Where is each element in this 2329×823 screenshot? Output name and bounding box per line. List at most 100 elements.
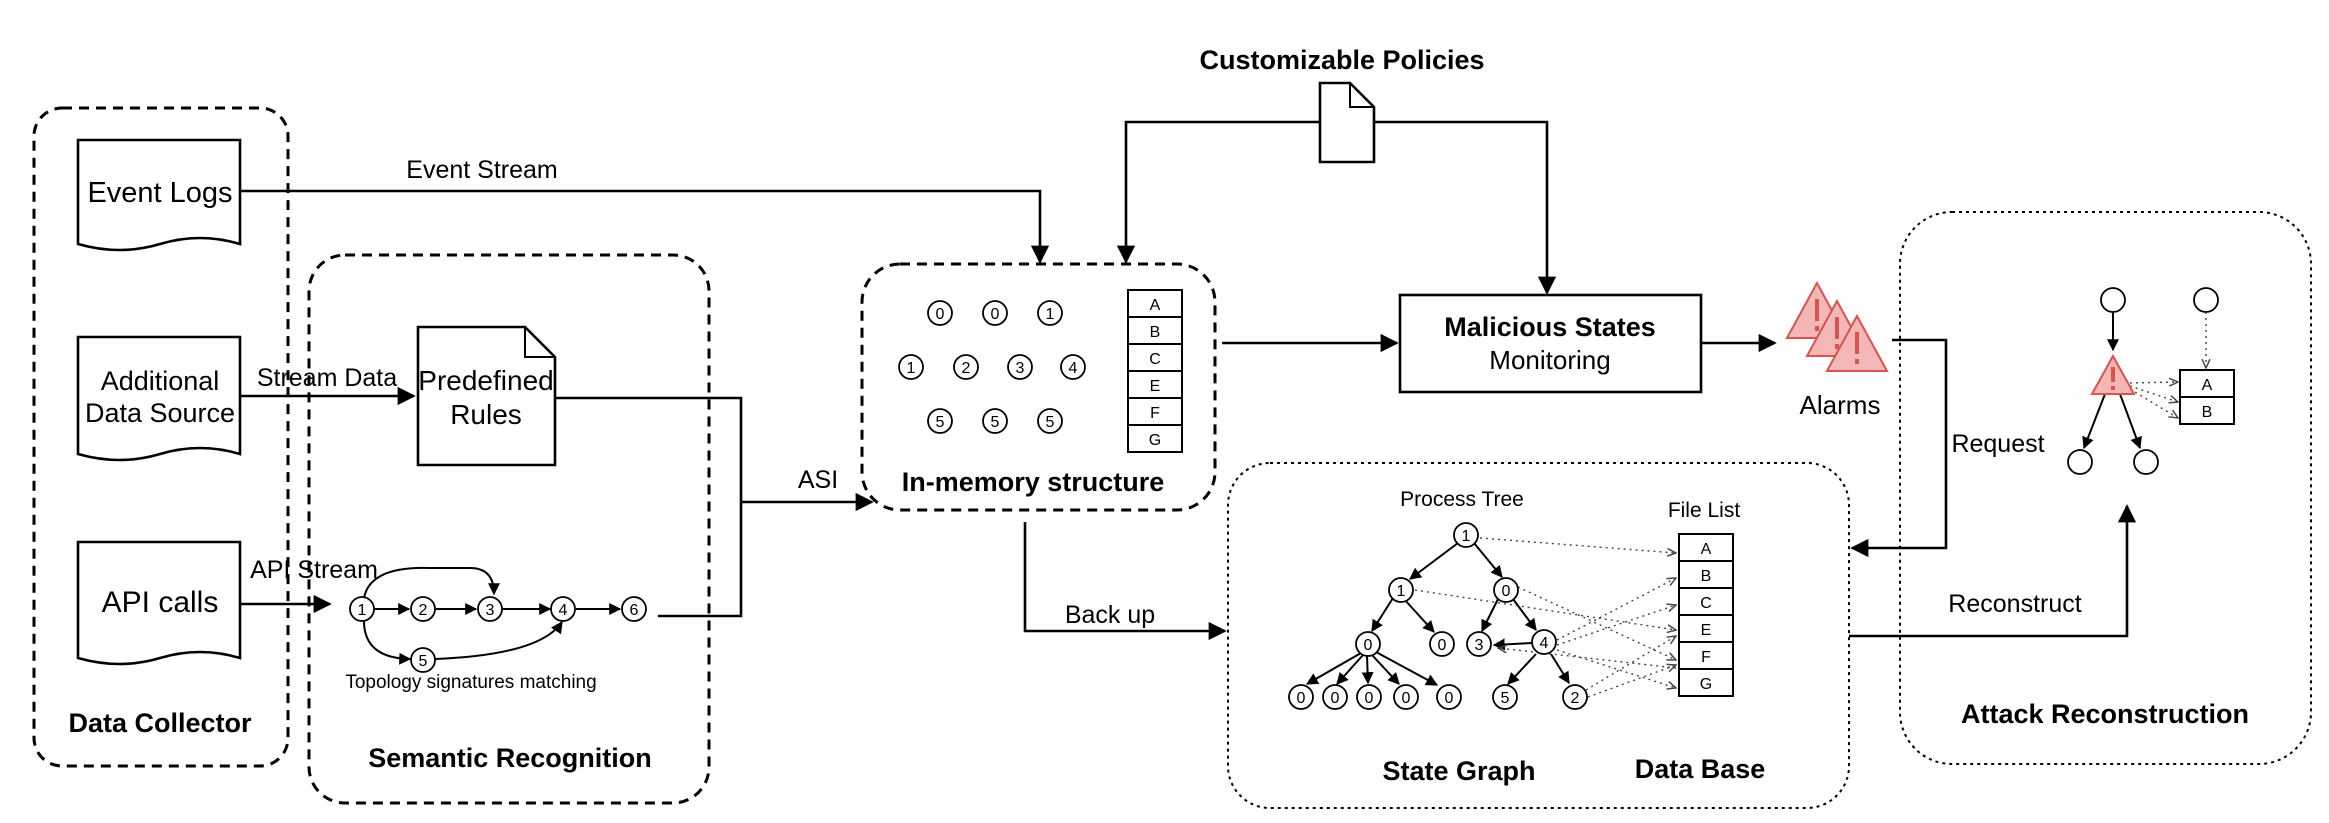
memory-node-label: 5 (936, 414, 945, 431)
process-node-label: 0 (1331, 690, 1340, 707)
process-node-label: 1 (1462, 528, 1471, 545)
memory-node (953, 354, 979, 380)
memory-node-label: 0 (991, 306, 1000, 323)
asi-label: ASI (798, 466, 838, 494)
memory-node (982, 300, 1008, 326)
memory-node (927, 300, 953, 326)
topology-node (621, 596, 647, 622)
file-list-cell: F (1701, 649, 1711, 666)
file-list-label: File List (1668, 499, 1741, 522)
topology-node-label: 5 (419, 653, 428, 670)
memory-node-label: 4 (1069, 360, 1078, 377)
file-list-cell: B (1701, 568, 1712, 585)
memory-node-label: 1 (907, 360, 916, 377)
memory-node (927, 408, 953, 434)
memory-node-label: 5 (991, 414, 1000, 431)
predefined-rules-document[interactable]: Predefined Rules (416, 325, 557, 467)
topology-node-label: 1 (358, 602, 367, 619)
attack-table: A B (2179, 369, 2235, 425)
semantic-recognition-container (307, 253, 711, 805)
data-collector-title: Data Collector (68, 708, 252, 738)
topology-node (550, 596, 576, 622)
in-memory-title: In-memory structure (902, 467, 1165, 497)
process-tree-label: Process Tree (1400, 488, 1524, 511)
in-memory-container (860, 262, 1217, 512)
topology-signature-graph: 1 2 3 4 6 5 (349, 566, 647, 673)
additional-data-source-document[interactable]: Additional Data Source (76, 335, 242, 462)
memory-node-label: 1 (1046, 306, 1055, 323)
additional-data-source-label-line2: Data Source (85, 398, 235, 428)
file-list-cell: G (1700, 676, 1712, 693)
in-memory-table: A B C E F G (1127, 289, 1183, 453)
event-stream-arrow (240, 189, 1050, 264)
monitoring-line1: Malicious States (1444, 312, 1656, 342)
policies-to-memory-arrow (1116, 120, 1320, 264)
file-list-table: A B C E F G (1678, 533, 1734, 697)
malicious-states-monitoring-box[interactable] (1398, 293, 1703, 394)
topology-node (477, 596, 503, 622)
process-node-label: 0 (1297, 690, 1306, 707)
data-collector-container (32, 106, 290, 768)
file-list-cell: A (1701, 541, 1712, 558)
api-calls-document[interactable]: API calls (76, 540, 242, 666)
topology-node-label: 6 (630, 602, 639, 619)
event-stream-label: Event Stream (406, 156, 557, 184)
process-node-label: 0 (1438, 637, 1447, 654)
memory-table-cell: E (1150, 378, 1161, 395)
process-tree: 1 1 0 0 0 3 4 0 0 0 0 0 5 2 (1288, 522, 1676, 710)
topology-node-label: 2 (419, 602, 428, 619)
file-list-cell: C (1700, 595, 1712, 612)
attack-reconstruction-title: Attack Reconstruction (1961, 699, 2249, 729)
additional-data-source-label-line1: Additional (101, 366, 220, 396)
event-logs-document[interactable]: Event Logs (76, 138, 242, 252)
process-node-label: 0 (1364, 637, 1373, 654)
attack-reconstruction-container (1899, 211, 2312, 765)
attack-table-cell: B (2202, 404, 2213, 421)
memory-table-cell: F (1150, 405, 1160, 422)
memory-node-label: 0 (936, 306, 945, 323)
topology-node (349, 596, 375, 622)
memory-node (1060, 354, 1086, 380)
memory-node (1037, 408, 1063, 434)
process-node-label: 4 (1540, 635, 1549, 652)
monitoring-line2: Monitoring (1489, 345, 1610, 375)
state-graph-database-container (1227, 462, 1850, 809)
memory-table-cell: G (1149, 432, 1161, 449)
policy-document-icon[interactable] (1318, 81, 1376, 164)
process-node-label: 0 (1365, 690, 1374, 707)
api-stream-label: API Stream (250, 556, 378, 584)
alarms-warning-icon[interactable] (1785, 280, 1889, 372)
memory-node-label: 3 (1016, 360, 1025, 377)
process-node-label: 1 (1397, 583, 1406, 600)
attack-graph (2067, 287, 2219, 475)
event-logs-label: Event Logs (87, 177, 232, 209)
semantic-recognition-title: Semantic Recognition (368, 743, 652, 773)
predefined-rules-line2: Rules (450, 399, 522, 430)
semantic-merge-connector (555, 396, 743, 618)
data-base-title: Data Base (1635, 754, 1766, 784)
api-calls-label: API calls (102, 586, 219, 619)
topology-node (410, 596, 436, 622)
topology-node (410, 647, 436, 673)
attack-table-cell: A (2202, 377, 2213, 394)
process-node-label: 3 (1475, 637, 1484, 654)
customizable-policies-title: Customizable Policies (1199, 45, 1484, 75)
memory-node (1037, 300, 1063, 326)
reconstruct-arrow (1849, 504, 2137, 638)
back-up-label: Back up (1065, 601, 1155, 629)
process-node-label: 0 (1502, 583, 1511, 600)
memory-node-label: 5 (1046, 414, 1055, 431)
process-node-label: 0 (1445, 690, 1454, 707)
request-label: Request (1951, 430, 2044, 458)
state-graph-title: State Graph (1382, 756, 1535, 786)
predefined-rules-line1: Predefined (418, 365, 553, 396)
memory-node (1007, 354, 1033, 380)
in-memory-nodes: 0 0 1 1 2 3 4 5 5 5 (898, 300, 1086, 434)
memory-node (898, 354, 924, 380)
memory-node-label: 2 (962, 360, 971, 377)
topology-node-label: 3 (486, 602, 495, 619)
reconstruct-label: Reconstruct (1948, 590, 2081, 618)
alarms-label: Alarms (1800, 390, 1881, 420)
policies-to-monitoring-arrow (1374, 120, 1557, 295)
